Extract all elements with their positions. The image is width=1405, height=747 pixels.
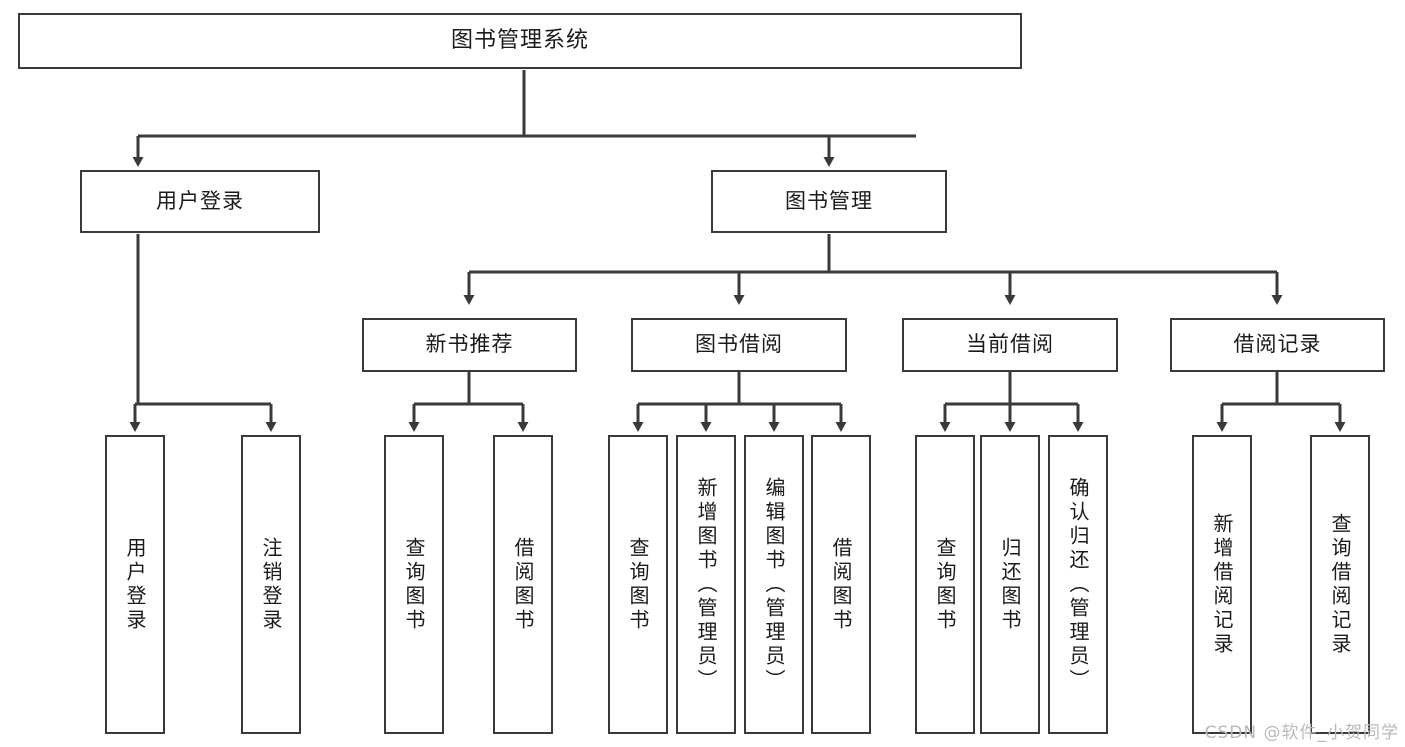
node-label: 编辑图书（管理员） — [762, 476, 786, 693]
leaf-query-borrow-record[interactable]: 查询借阅记录 — [1310, 435, 1370, 734]
node-label: 归还图书 — [998, 536, 1022, 633]
node-label: 查询图书 — [626, 536, 650, 633]
node-label: 查询借阅记录 — [1328, 512, 1352, 657]
node-label: 图书借阅 — [695, 332, 783, 357]
watermark: CSDN @软件_小贺同学 — [1204, 723, 1399, 743]
node-label: 用户登录 — [156, 188, 244, 213]
node-book-borrow[interactable]: 图书借阅 — [631, 318, 847, 372]
leaf-confirm-return-admin[interactable]: 确认归还（管理员） — [1048, 435, 1108, 734]
node-label: 查询图书 — [933, 536, 957, 633]
node-label: 用户登录 — [123, 536, 147, 633]
leaf-borrow-book-recommend[interactable]: 借阅图书 — [493, 435, 553, 734]
node-book-management[interactable]: 图书管理 — [711, 170, 947, 233]
node-label: 当前借阅 — [966, 332, 1054, 357]
node-label: 新增借阅记录 — [1210, 512, 1234, 657]
node-label: 新增图书（管理员） — [694, 476, 718, 693]
leaf-add-book-admin[interactable]: 新增图书（管理员） — [676, 435, 736, 734]
leaf-borrow-book-borrow[interactable]: 借阅图书 — [811, 435, 871, 734]
node-label: 查询图书 — [402, 536, 426, 633]
leaf-add-borrow-record[interactable]: 新增借阅记录 — [1192, 435, 1252, 734]
node-label: 新书推荐 — [425, 332, 514, 357]
node-current-borrow[interactable]: 当前借阅 — [902, 318, 1118, 372]
node-label: 注销登录 — [259, 536, 283, 633]
node-label: 确认归还（管理员） — [1066, 476, 1090, 693]
leaf-query-book-recommend[interactable]: 查询图书 — [384, 435, 444, 734]
node-label: 图书管理系统 — [450, 27, 589, 53]
leaf-return-book[interactable]: 归还图书 — [980, 435, 1040, 734]
node-label: 借阅记录 — [1233, 332, 1322, 357]
leaf-edit-book-admin[interactable]: 编辑图书（管理员） — [744, 435, 804, 734]
leaf-query-book-borrow[interactable]: 查询图书 — [608, 435, 668, 734]
node-label: 借阅图书 — [829, 536, 853, 633]
node-borrow-record[interactable]: 借阅记录 — [1170, 318, 1385, 372]
node-root-book-management-system[interactable]: 图书管理系统 — [18, 13, 1022, 69]
node-label: 借阅图书 — [511, 536, 535, 633]
node-new-book-recommend[interactable]: 新书推荐 — [362, 318, 577, 372]
node-user-login[interactable]: 用户登录 — [80, 170, 320, 233]
node-label: 图书管理 — [785, 188, 873, 213]
leaf-user-login[interactable]: 用户登录 — [105, 435, 165, 734]
leaf-query-book-current[interactable]: 查询图书 — [915, 435, 975, 734]
leaf-logout-login[interactable]: 注销登录 — [241, 435, 301, 734]
